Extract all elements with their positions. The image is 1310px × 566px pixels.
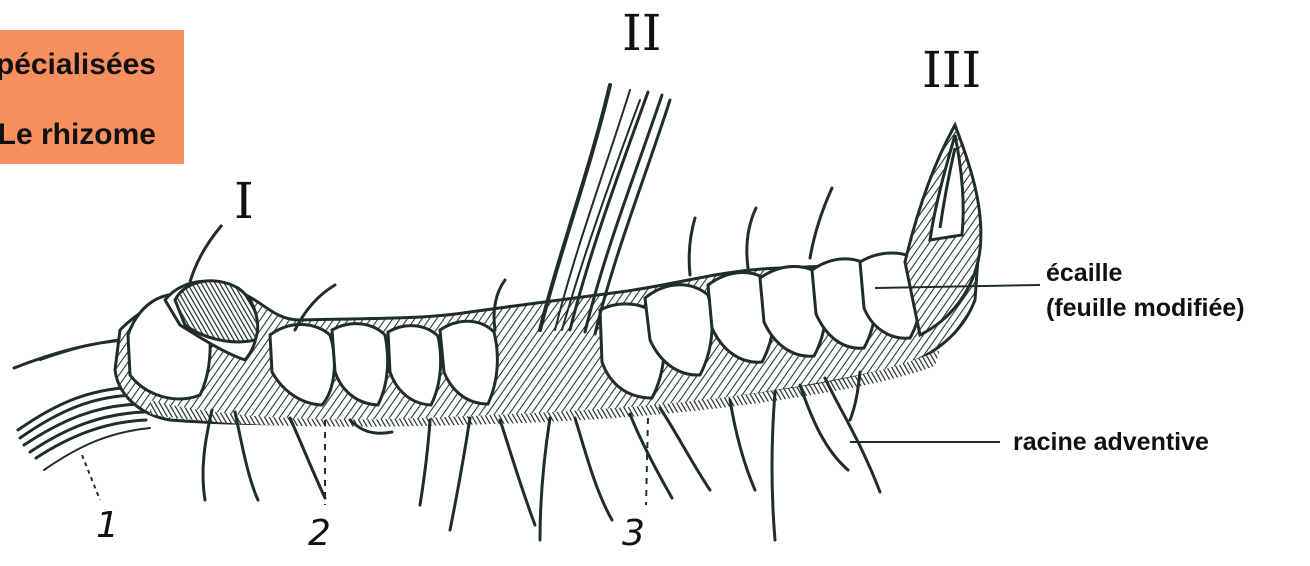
scale-sublabel: (feuille modifiée) xyxy=(1046,295,1245,321)
number-mark-3: 3 xyxy=(622,516,645,552)
root-label: racine adventive xyxy=(1013,429,1209,455)
scale-label: écaille xyxy=(1046,260,1122,286)
number-mark-2: 2 xyxy=(308,516,331,552)
roman-mark-3: III xyxy=(922,45,981,95)
number-mark-1: 1 xyxy=(96,508,119,544)
roman-mark-2: II xyxy=(622,8,662,58)
roman-mark-1: I xyxy=(234,176,254,226)
